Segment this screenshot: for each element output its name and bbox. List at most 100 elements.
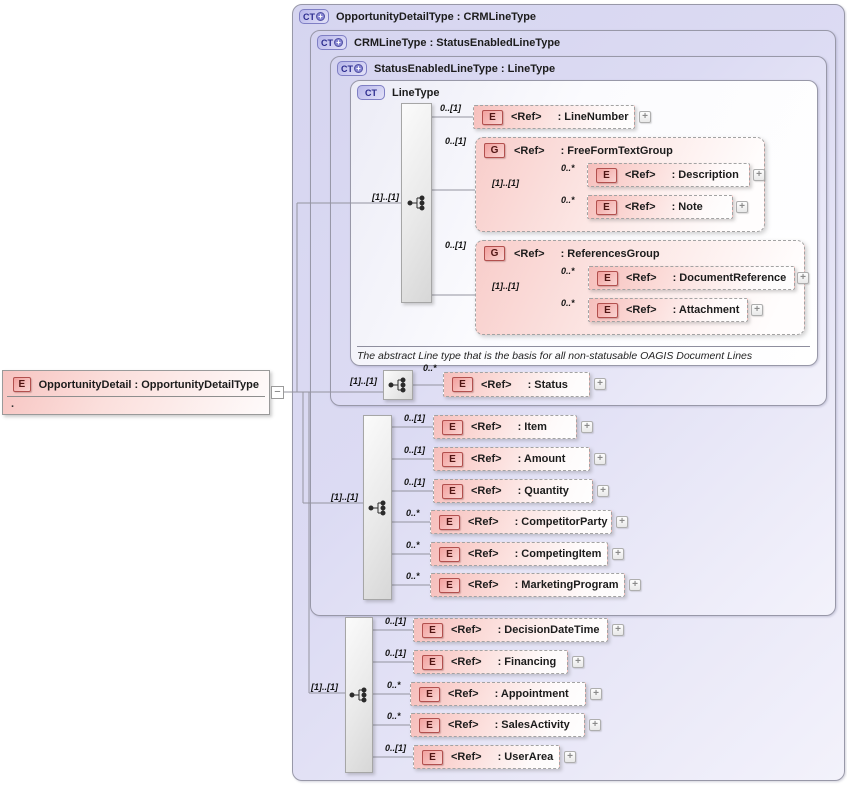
cardinality-label: 0..[1] xyxy=(445,136,467,146)
complex-type-icon[interactable]: CT+ xyxy=(317,35,347,50)
expand-icon[interactable]: + xyxy=(572,656,584,668)
ref-label: <Ref> xyxy=(471,453,502,465)
complex-type-icon[interactable]: CT+ xyxy=(299,9,329,24)
element-name: : Appointment xyxy=(494,688,569,700)
ref-label: <Ref> xyxy=(448,719,479,731)
group-badge: G xyxy=(484,246,505,261)
element-item[interactable]: E <Ref> : Item xyxy=(433,415,577,439)
element-name: : Attachment xyxy=(672,304,740,316)
element-appointment[interactable]: E <Ref> : Appointment xyxy=(410,682,586,706)
cardinality-label: 0..* xyxy=(561,163,575,173)
element-name: : LineNumber xyxy=(557,111,629,123)
collapse-icon[interactable]: − xyxy=(271,386,284,399)
expand-icon[interactable]: + xyxy=(629,579,641,591)
cardinality-label: [1]..[1] xyxy=(311,682,338,692)
expand-icon[interactable]: + xyxy=(564,751,576,763)
expand-icon[interactable]: + xyxy=(736,201,748,213)
element-documentreference[interactable]: E <Ref> : DocumentReference xyxy=(588,266,795,290)
expand-icon[interactable]: + xyxy=(639,111,651,123)
element-salesactivity[interactable]: E <Ref> : SalesActivity xyxy=(410,713,585,737)
ref-label: <Ref> xyxy=(626,272,657,284)
ct-badge-label: CT xyxy=(321,37,333,48)
ref-label: <Ref> xyxy=(471,485,502,497)
element-attachment[interactable]: E <Ref> : Attachment xyxy=(588,298,748,322)
expand-icon[interactable]: + xyxy=(616,516,628,528)
element-financing[interactable]: E <Ref> : Financing xyxy=(413,650,568,674)
cardinality-label: [1]..[1] xyxy=(350,376,377,386)
element-amount[interactable]: E <Ref> : Amount xyxy=(433,447,590,471)
sequence-compositor[interactable] xyxy=(345,617,373,773)
cardinality-label: 0..* xyxy=(561,266,575,276)
element-decisiondatetime[interactable]: E <Ref> : DecisionDateTime xyxy=(413,618,608,642)
ref-label: <Ref> xyxy=(625,201,656,213)
complex-type-icon[interactable]: CT+ xyxy=(337,61,367,76)
element-badge: E xyxy=(422,654,443,670)
ref-label: <Ref> xyxy=(451,624,482,636)
expand-icon[interactable]: + xyxy=(797,272,809,284)
element-badge: E xyxy=(422,622,443,638)
cardinality-label: 0..* xyxy=(561,298,575,308)
element-note[interactable]: E <Ref> : Note xyxy=(587,195,733,219)
expand-icon[interactable]: + xyxy=(751,304,763,316)
element-name: : CompetingItem xyxy=(514,548,602,560)
element-name: : UserArea xyxy=(497,751,554,763)
element-badge: E xyxy=(439,546,460,562)
ref-label: <Ref> xyxy=(625,169,656,181)
cardinality-label: 0..[1] xyxy=(445,240,467,250)
expand-icon[interactable]: + xyxy=(612,624,624,636)
sequence-icon xyxy=(407,195,424,211)
cardinality-label: 0..[1] xyxy=(404,413,426,423)
expand-icon[interactable]: + xyxy=(594,453,606,465)
element-description[interactable]: E <Ref> : Description xyxy=(587,163,750,187)
ref-label: <Ref> xyxy=(448,688,479,700)
element-competingitem[interactable]: E <Ref> : CompetingItem xyxy=(430,542,608,566)
element-name: : Item xyxy=(517,421,547,433)
cardinality-label: 0..* xyxy=(387,711,401,721)
cardinality-label: 0..* xyxy=(561,195,575,205)
element-name: : Quantity xyxy=(517,485,569,497)
expand-icon[interactable]: + xyxy=(589,719,601,731)
ct-badge-label: CT xyxy=(341,63,353,74)
element-userarea[interactable]: E <Ref> : UserArea xyxy=(413,745,560,769)
cardinality-label: [1]..[1] xyxy=(372,192,399,202)
derivation-plus-icon: + xyxy=(334,38,343,47)
cardinality-label: 0..* xyxy=(406,571,420,581)
element-badge: E xyxy=(596,167,617,183)
cardinality-label: 0..[1] xyxy=(385,616,407,626)
expand-icon[interactable]: + xyxy=(612,548,624,560)
cardinality-label: 0..* xyxy=(406,540,420,550)
cardinality-label: 0..* xyxy=(387,680,401,690)
group-name: : ReferencesGroup xyxy=(560,247,660,260)
element-badge: E xyxy=(442,451,463,467)
element-title: OpportunityDetail : OpportunityDetailTyp… xyxy=(38,378,259,391)
expand-icon[interactable]: + xyxy=(590,688,602,700)
element-badge: E xyxy=(439,514,460,530)
complex-type-icon[interactable]: CT xyxy=(357,85,385,100)
element-badge: E xyxy=(442,419,463,435)
element-marketingprogram[interactable]: E <Ref> : MarketingProgram xyxy=(430,573,625,597)
expand-icon[interactable]: + xyxy=(597,485,609,497)
element-linenumber[interactable]: E <Ref> : LineNumber xyxy=(473,105,635,129)
element-name: : Financing xyxy=(497,656,557,668)
element-badge: E xyxy=(452,377,473,392)
derivation-plus-icon: + xyxy=(354,64,363,73)
group-name: : FreeFormTextGroup xyxy=(560,144,673,157)
element-name: : Status xyxy=(527,378,568,391)
element-competitorparty[interactable]: E <Ref> : CompetitorParty xyxy=(430,510,612,534)
element-quantity[interactable]: E <Ref> : Quantity xyxy=(433,479,593,503)
expand-icon[interactable]: + xyxy=(581,421,593,433)
element-status[interactable]: E <Ref> : Status xyxy=(443,372,590,397)
sequence-compositor[interactable] xyxy=(363,415,392,600)
derivation-plus-icon: + xyxy=(316,12,325,21)
cardinality-label: [1]..[1] xyxy=(492,178,519,188)
sequence-compositor[interactable] xyxy=(401,103,432,303)
element-badge: E xyxy=(419,686,440,702)
cardinality-label: 0..* xyxy=(406,508,420,518)
element-opportunitydetail[interactable]: E OpportunityDetail : OpportunityDetailT… xyxy=(2,370,270,415)
type-title: StatusEnabledLineType : LineType xyxy=(374,62,556,75)
element-badge: E xyxy=(597,270,618,286)
expand-icon[interactable]: + xyxy=(753,169,765,181)
sequence-compositor[interactable] xyxy=(383,370,413,400)
expand-icon[interactable]: + xyxy=(594,378,606,390)
ref-label: <Ref> xyxy=(514,247,545,260)
